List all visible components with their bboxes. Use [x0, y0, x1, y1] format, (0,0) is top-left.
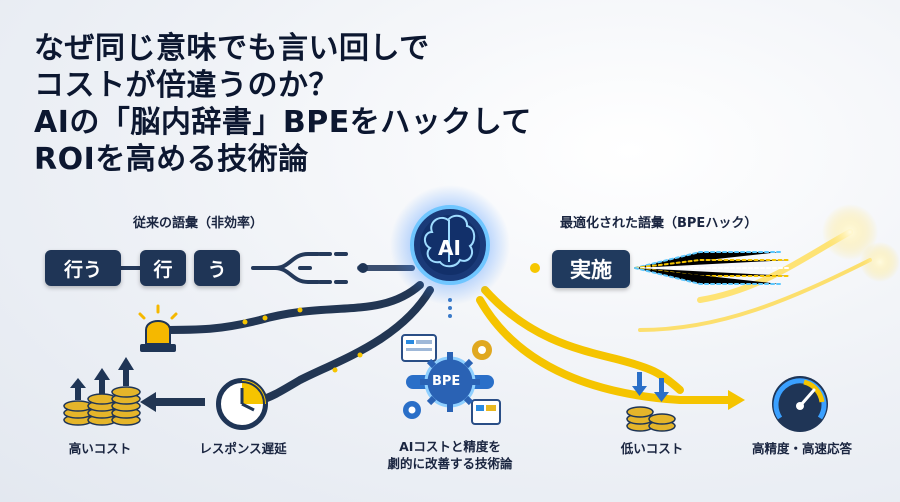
arrow-head-right [728, 390, 745, 410]
gear-teeth [420, 352, 480, 412]
bpe-gear-cluster [401, 334, 501, 425]
token-split-lines [251, 252, 348, 284]
token-chip-okonau: 行う [45, 250, 121, 286]
connector-node [358, 263, 368, 273]
bpe-label: BPE [432, 374, 461, 389]
path-to-latency [251, 286, 434, 406]
path-to-low-cost [481, 286, 684, 394]
arrow-head-left [140, 392, 156, 412]
yellow-node [530, 263, 540, 273]
token-chip-gyo: 行 [140, 250, 186, 286]
caption-accuracy-speed: 高精度・高速応答 [751, 441, 852, 456]
alert-lamp-icon [138, 304, 178, 352]
caption-center: AIコストと精度を 劇的に改善する技術論 [372, 438, 528, 472]
caption-response-delay: レスポンス遅延 [199, 441, 287, 456]
page-title: なぜ同じ意味でも言い回しで コストが倍違うのか？ AIの「脳内辞書」BPEをハッ… [34, 30, 594, 178]
coins-rising-icon [63, 357, 141, 426]
speedometer-icon [772, 376, 828, 432]
caption-center-line-2: 劇的に改善する技術論 [387, 456, 513, 471]
ai-label: AI [438, 236, 461, 260]
coins-falling-icon [626, 372, 676, 432]
caption-low-cost: 低いコスト [620, 441, 684, 456]
title-line-4: ROIを高める技術論 [34, 142, 309, 177]
path-dots [242, 307, 363, 373]
title-line-1: なぜ同じ意味でも言い回しで [34, 31, 430, 66]
title-line-3: AIの「脳内辞書」BPEをハックして [34, 105, 532, 140]
left-panel-heading: 従来の語彙（非効率） [133, 216, 264, 231]
right-panel-heading: 最適化された語彙（BPEハック） [560, 216, 758, 231]
sparkle-burst [822, 204, 878, 260]
token-chip-jisshi: 実施 [552, 250, 630, 288]
clock-icon [216, 378, 268, 430]
brain-icon [424, 214, 476, 268]
caption-center-line-1: AIコストと精度を [399, 439, 501, 454]
path-to-alert [156, 281, 424, 334]
caption-high-cost: 高いコスト [68, 441, 132, 456]
token-chip-u: う [194, 250, 240, 286]
title-line-2: コストが倍違うのか？ [34, 68, 339, 103]
ai-to-bpe-dots [448, 298, 452, 318]
optimized-fan-lines [634, 251, 791, 285]
